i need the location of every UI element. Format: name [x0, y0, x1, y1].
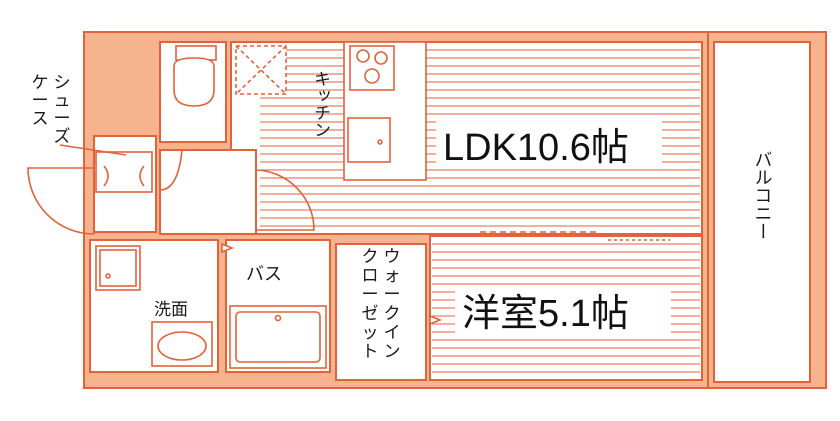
walkin-closet-label: ウォークインクローゼット: [362, 247, 401, 362]
burner-icon: [356, 49, 370, 63]
kitchen-label: キッチン: [310, 70, 330, 138]
kitchen-sink: [347, 117, 391, 163]
toilet-icon: [173, 57, 215, 107]
burner-icon: [374, 51, 388, 65]
washroom-label: 洗面: [154, 300, 188, 320]
hall-door-swing: [255, 169, 315, 231]
balcony-label: バルコニー: [752, 150, 773, 240]
ldk-label: LDK10.6帖: [443, 127, 629, 169]
shoe-case-label: シューズケース: [32, 73, 71, 147]
western-room-label: 洋室5.1帖: [462, 293, 629, 335]
door-marker-icon: [429, 314, 443, 326]
entrance-door-swing: [27, 167, 95, 235]
walkin-closet-room: [335, 243, 427, 381]
burner-icon: [364, 68, 380, 84]
drain-icon: [377, 139, 383, 145]
balcony: [713, 41, 811, 383]
bath-label: バス: [246, 264, 282, 285]
hallway: [159, 149, 257, 235]
door-marker-icon: [221, 242, 235, 254]
